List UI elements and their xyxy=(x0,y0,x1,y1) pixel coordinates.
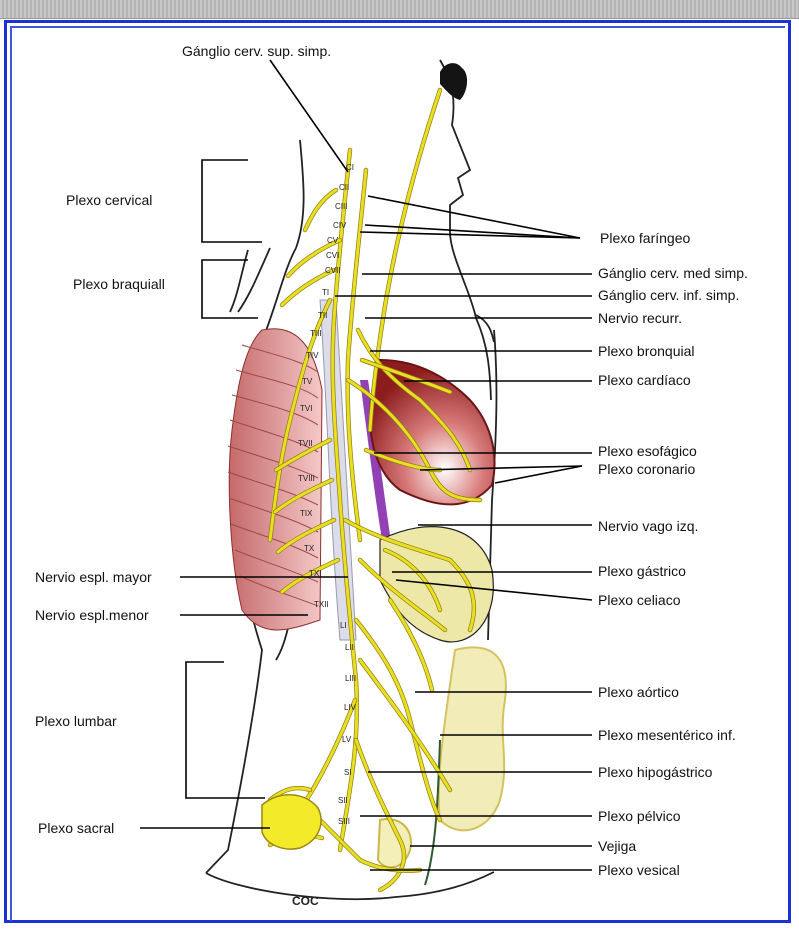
vertebra-label-tix: TIX xyxy=(300,509,313,518)
label-plexo-gastrico: Plexo gástrico xyxy=(598,563,686,579)
vertebra-label-tvii: TVII xyxy=(298,439,313,448)
label-plexo-pelvico: Plexo pélvico xyxy=(598,808,681,824)
label-plexo-faringeo: Plexo faríngeo xyxy=(600,230,690,246)
vertebra-label-li: LI xyxy=(340,621,347,630)
label-nervio-recurr: Nervio recurr. xyxy=(598,310,682,326)
vertebra-label-cvii: CVII xyxy=(325,266,341,275)
vertebra-label-tvi: TVI xyxy=(300,404,312,413)
vertebra-label-cii: CII xyxy=(339,183,349,192)
vertebra-label-liv: LIV xyxy=(344,703,357,712)
label-plexo-braquial: Plexo braquiall xyxy=(73,276,165,292)
vertebra-label-cvi: CVI xyxy=(326,251,339,260)
label-coc: COC xyxy=(292,894,319,908)
vertebra-label-si: SI xyxy=(344,768,352,777)
vertebra-label-tx: TX xyxy=(304,544,315,553)
label-ganglio-cerv-inf: Gánglio cerv. inf. simp. xyxy=(598,287,739,303)
label-plexo-aortico: Plexo aórtico xyxy=(598,684,679,700)
vertebra-label-lv: LV xyxy=(342,735,352,744)
label-plexo-cervical: Plexo cervical xyxy=(66,192,152,208)
label-plexo-esofagico: Plexo esofágico xyxy=(598,443,697,459)
vertebra-label-ciii: CIII xyxy=(335,202,347,211)
vertebra-label-tiv: TIV xyxy=(306,351,319,360)
vertebra-label-tv: TV xyxy=(302,377,313,386)
label-plexo-sacral: Plexo sacral xyxy=(38,820,114,836)
label-vejiga: Vejiga xyxy=(598,838,636,854)
vertebra-label-siii: SIII xyxy=(338,817,350,826)
hair xyxy=(440,63,467,100)
label-plexo-lumbar: Plexo lumbar xyxy=(35,713,117,729)
label-plexo-hipogastrico: Plexo hipogástrico xyxy=(598,764,713,780)
vertebra-label-tviii: TVIII xyxy=(298,474,315,483)
label-plexo-cardiaco: Plexo cardíaco xyxy=(598,372,691,388)
vertebra-label-sii: SII xyxy=(338,796,348,805)
vertebra-label-lii: LII xyxy=(345,643,354,652)
label-ganglio-cerv-med: Gánglio cerv. med simp. xyxy=(598,265,748,281)
label-plexo-coronario: Plexo coronario xyxy=(598,461,695,477)
label-plexo-celiaco: Plexo celiaco xyxy=(598,592,681,608)
vertebra-label-civ: CIV xyxy=(333,221,347,230)
vertebra-label-liii: LIII xyxy=(345,674,356,683)
vertebra-label-cv: CV xyxy=(327,236,339,245)
label-ganglio-cerv-sup: Gánglio cerv. sup. simp. xyxy=(182,43,331,59)
label-plexo-mesenterico-inf: Plexo mesentérico inf. xyxy=(598,727,736,743)
vertebra-label-txii: TXII xyxy=(314,600,329,609)
vertebra-label-tii: TII xyxy=(318,311,327,320)
label-plexo-vesical: Plexo vesical xyxy=(598,862,680,878)
label-nervio-vago-izq: Nervio vago izq. xyxy=(598,518,698,534)
label-plexo-bronquial: Plexo bronquial xyxy=(598,343,695,359)
vertebra-label-tiii: TIII xyxy=(310,329,322,338)
label-nervio-espl-menor: Nervio espl.menor xyxy=(35,607,149,623)
label-nervio-espl-mayor: Nervio espl. mayor xyxy=(35,569,152,585)
vertebra-label-ti: TI xyxy=(322,288,329,297)
